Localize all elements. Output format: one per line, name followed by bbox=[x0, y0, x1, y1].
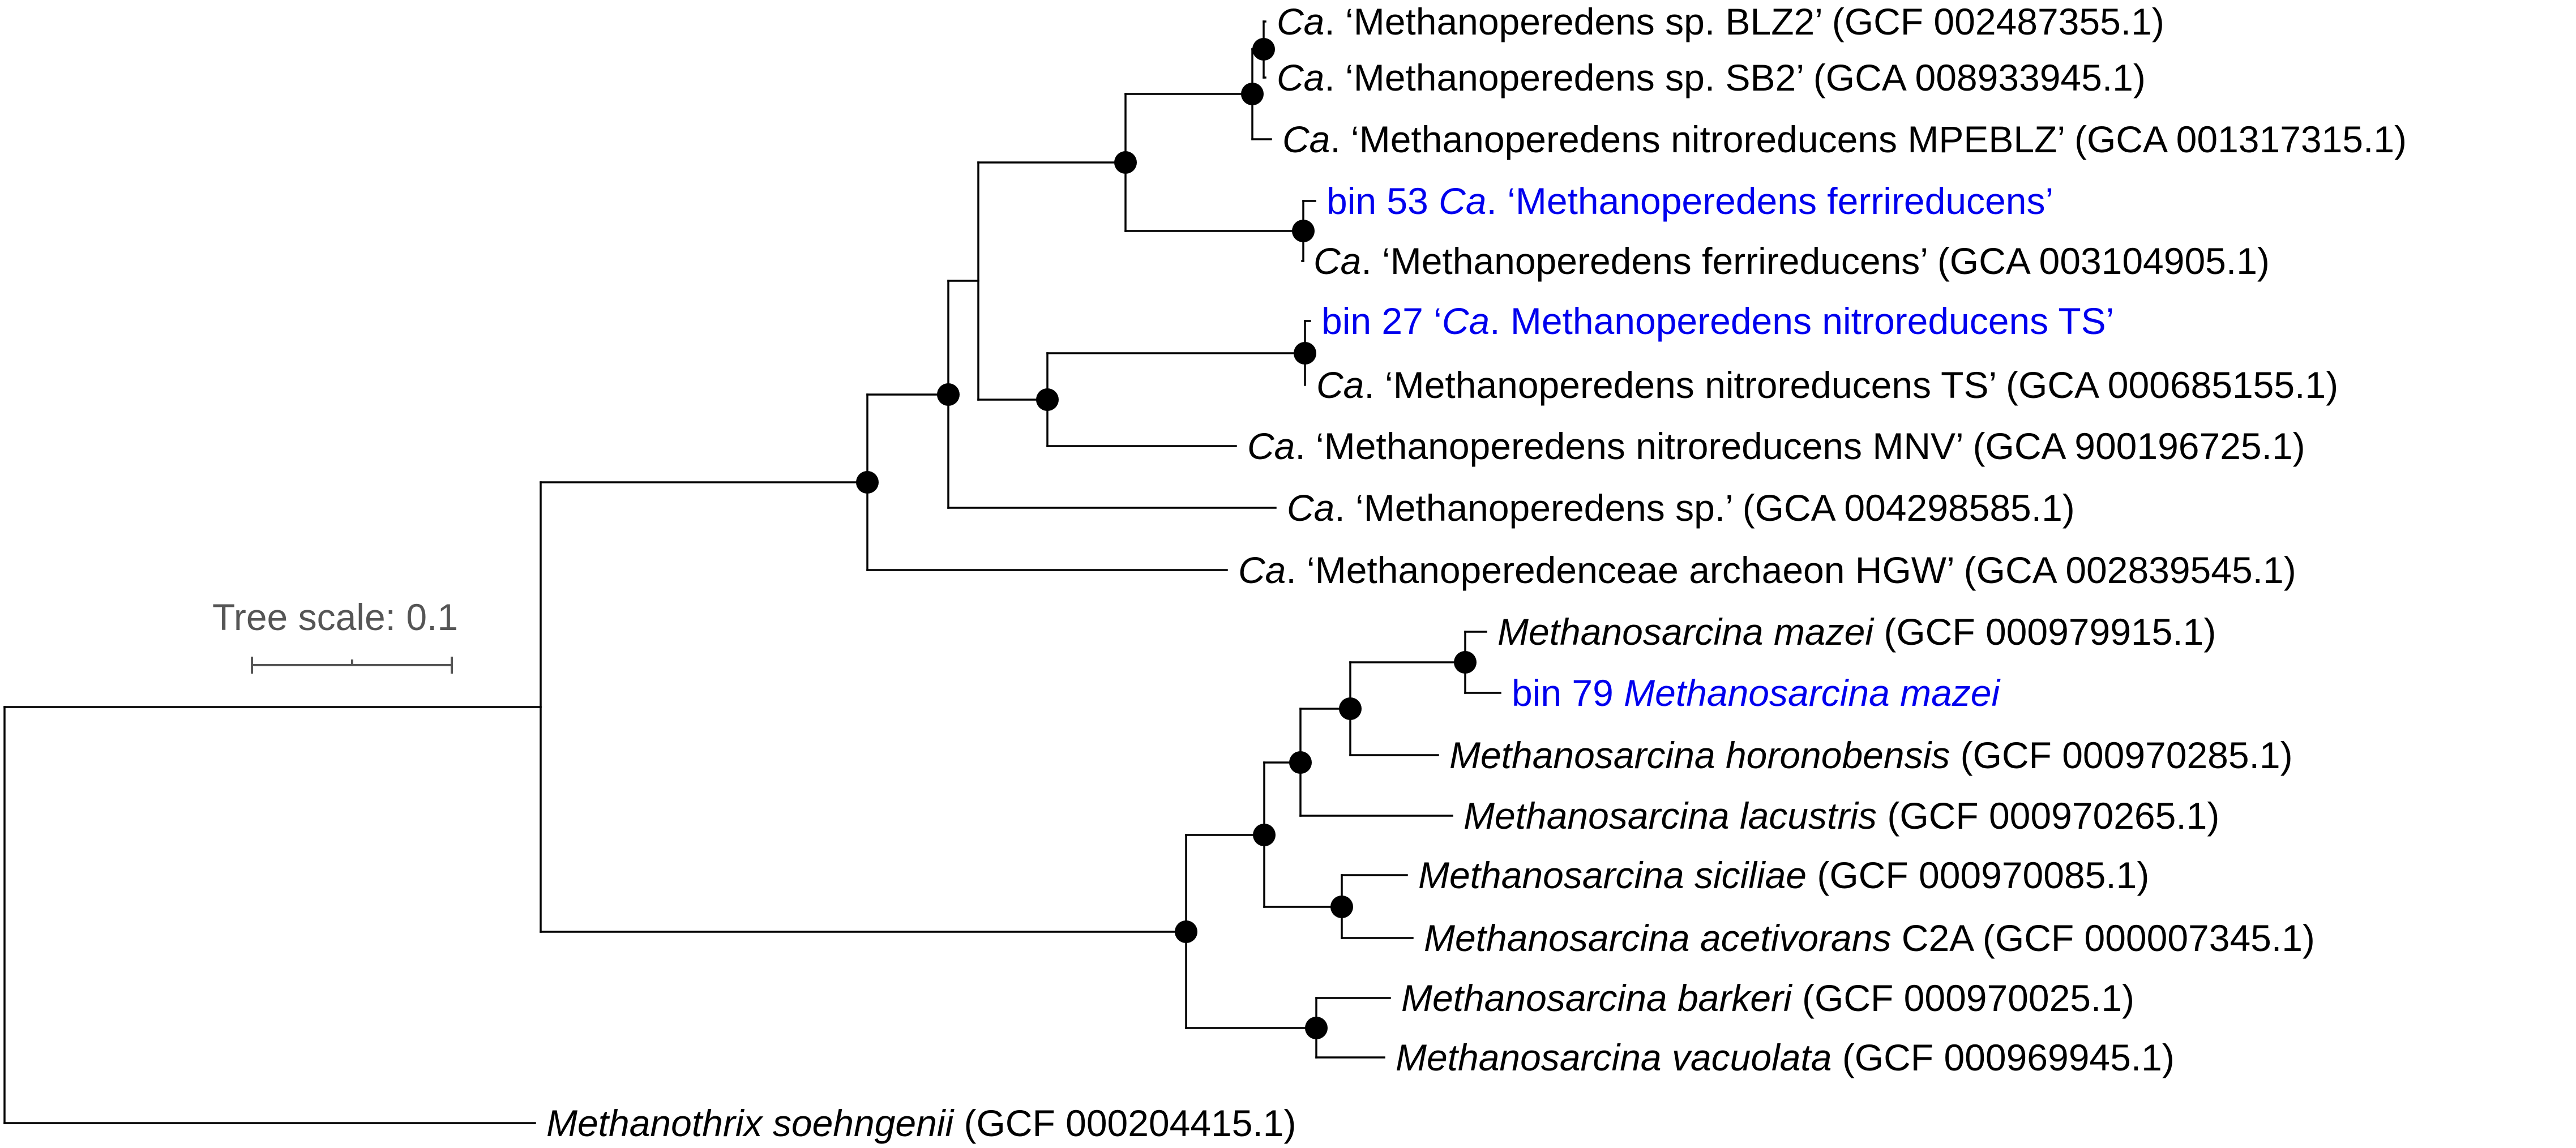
leaf-label-part: . ‘Methanoperedens sp. BLZ2’ (GCF 002487… bbox=[1324, 1, 2164, 42]
leaf-label-part: Ca bbox=[1277, 1, 1324, 42]
leaf-label-horonob: Methanosarcina horonobensis (GCF 0009702… bbox=[1449, 734, 2293, 776]
leaf-label-part: Methanothrix soehngenii bbox=[546, 1102, 955, 1144]
leaf-label-part: . ‘Methanoperedens sp.’ (GCA 004298585.1… bbox=[1334, 487, 2074, 529]
leaf-label-siciliae: Methanosarcina siciliae (GCF 000970085.1… bbox=[1418, 854, 2149, 896]
leaf-label-part: Methanosarcina barkeri bbox=[1401, 977, 1793, 1019]
leaf-label-hgw: Ca. ‘Methanoperedenceae archaeon HGW’ (G… bbox=[1238, 549, 2296, 591]
leaf-label-part: . ‘Methanoperedens nitroreducens TS’ (GC… bbox=[1364, 364, 2338, 406]
leaf-label-part: (GCF 000970285.1) bbox=[1950, 734, 2292, 776]
support-dot-nitro-mid bbox=[937, 383, 960, 406]
leaf-label-part: bin 27 ‘ bbox=[1321, 300, 1442, 342]
leaf-label-bin27: bin 27 ‘Ca. Methanoperedens nitroreducen… bbox=[1321, 300, 2114, 342]
leaf-label-part: . ‘Methanoperedenceae archaeon HGW’ (GCA… bbox=[1286, 549, 2296, 591]
leaf-label-vacuolata: Methanosarcina vacuolata (GCF 000969945.… bbox=[1396, 1036, 2175, 1078]
tree-scale-label: Tree scale: 0.1 bbox=[212, 596, 458, 638]
support-dot-ts-pair bbox=[1294, 342, 1316, 365]
support-dot-mpeblz-clade bbox=[1241, 83, 1264, 105]
leaf-label-part: Methanosarcina acetivorans bbox=[1424, 917, 1891, 959]
leaf-label-part: Ca bbox=[1247, 425, 1295, 467]
leaf-label-part: Ca bbox=[1287, 487, 1334, 529]
leaf-label-part: (GCF 000970085.1) bbox=[1807, 854, 2149, 896]
support-dot-methanosarcina bbox=[1175, 920, 1197, 943]
support-dot-barkeri-pair bbox=[1305, 1017, 1328, 1039]
leaf-label-part: bin 53 bbox=[1326, 180, 1439, 222]
leaf-label-part: . ‘Methanoperedens ferrireducens’ bbox=[1487, 180, 2054, 222]
leaf-label-ferri: Ca. ‘Methanoperedens ferrireducens’ (GCA… bbox=[1313, 240, 2270, 282]
leaf-label-bin53: bin 53 Ca. ‘Methanoperedens ferrireducen… bbox=[1326, 180, 2053, 222]
support-dot-aceti-pair bbox=[1330, 896, 1353, 918]
leaf-label-part: Ca bbox=[1282, 118, 1330, 160]
support-dot-mazei-pair bbox=[1454, 651, 1477, 674]
leaf-label-part: Ca bbox=[1316, 364, 1364, 406]
leaf-label-part: Ca bbox=[1313, 240, 1361, 282]
leaf-label-mazei: Methanosarcina mazei (GCF 000979915.1) bbox=[1497, 611, 2216, 653]
leaf-label-part: Ca bbox=[1277, 57, 1324, 98]
leaf-label-part: Methanosarcina mazei bbox=[1624, 672, 2001, 714]
support-dot-nitro-upper bbox=[1114, 151, 1137, 174]
leaf-label-mpeblz: Ca. ‘Methanoperedens nitroreducens MPEBL… bbox=[1282, 118, 2407, 160]
leaf-label-part: (GCF 000970265.1) bbox=[1877, 795, 2219, 837]
leaf-label-mnv: Ca. ‘Methanoperedens nitroreducens MNV’ … bbox=[1247, 425, 2305, 467]
leaf-label-soehngenii: Methanothrix soehngenii (GCF 000204415.1… bbox=[546, 1102, 1296, 1144]
leaf-label-part: bin 79 bbox=[1512, 672, 1624, 714]
leaf-label-part: (GCF 000204415.1) bbox=[953, 1102, 1296, 1144]
leaf-label-part: Ca bbox=[1442, 300, 1490, 342]
support-dot-horonob-clade bbox=[1339, 697, 1362, 720]
support-dot-blz2-sb2 bbox=[1252, 38, 1275, 61]
leaf-label-sb2: Ca. ‘Methanoperedens sp. SB2’ (GCA 00893… bbox=[1277, 57, 2146, 98]
leaf-label-part: Ca bbox=[1238, 549, 1286, 591]
leaf-label-part: (GCF 000970025.1) bbox=[1792, 977, 2134, 1019]
leaf-label-part: Methanosarcina vacuolata bbox=[1396, 1036, 1832, 1078]
leaf-label-acetivorans: Methanosarcina acetivorans C2A (GCF 0000… bbox=[1424, 917, 2315, 959]
leaf-label-barkeri: Methanosarcina barkeri (GCF 000970025.1) bbox=[1401, 977, 2134, 1019]
leaf-label-part: . Methanoperedens nitroreducens TS’ bbox=[1490, 300, 2114, 342]
leaf-label-lacustris: Methanosarcina lacustris (GCF 000970265.… bbox=[1464, 795, 2219, 837]
leaf-label-part: (GCF 000969945.1) bbox=[1832, 1036, 2174, 1078]
leaf-label-blz2: Ca. ‘Methanoperedens sp. BLZ2’ (GCF 0024… bbox=[1277, 1, 2164, 42]
leaf-label-ts: Ca. ‘Methanoperedens nitroreducens TS’ (… bbox=[1316, 364, 2338, 406]
support-dot-lacustris-clade bbox=[1289, 751, 1312, 774]
support-dot-mnv-clade bbox=[1036, 388, 1059, 411]
leaf-label-part: Ca bbox=[1439, 180, 1486, 222]
leaf-label-bin79: bin 79 Methanosarcina mazei bbox=[1512, 672, 2001, 714]
leaf-label-part: Methanosarcina lacustris bbox=[1464, 795, 1877, 837]
leaf-label-part: Methanosarcina siciliae bbox=[1418, 854, 1807, 896]
leaf-label-part: . ‘Methanoperedens nitroreducens MPEBLZ’… bbox=[1330, 118, 2407, 160]
leaf-label-part: (GCF 000979915.1) bbox=[1873, 611, 2216, 653]
leaf-label-part: Methanosarcina mazei bbox=[1497, 611, 1875, 653]
leaf-label-msp: Ca. ‘Methanoperedens sp.’ (GCA 004298585… bbox=[1287, 487, 2075, 529]
leaf-label-part: . ‘Methanoperedens nitroreducens MNV’ (G… bbox=[1295, 425, 2305, 467]
support-dot-ferri-pair bbox=[1292, 220, 1315, 242]
leaf-label-part: C2A (GCF 000007345.1) bbox=[1891, 917, 2314, 959]
leaf-label-part: . ‘Methanoperedens sp. SB2’ (GCA 0089339… bbox=[1324, 57, 2146, 98]
support-dot-sarcina-upper bbox=[1253, 824, 1276, 846]
support-dot-methanoperedens bbox=[856, 471, 879, 494]
leaf-label-part: . ‘Methanoperedens ferrireducens’ (GCA 0… bbox=[1361, 240, 2270, 282]
leaf-label-part: Methanosarcina horonobensis bbox=[1449, 734, 1950, 776]
